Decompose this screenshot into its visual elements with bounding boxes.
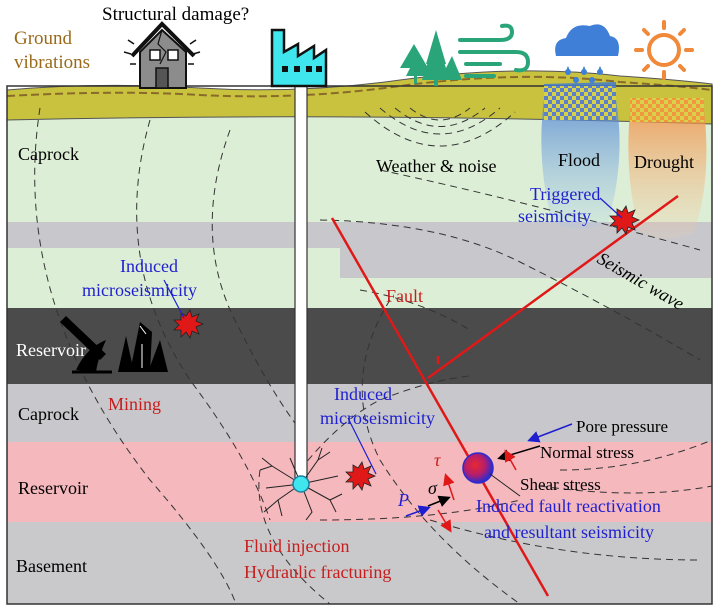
layer-label-caprock-lower: Caprock bbox=[18, 404, 79, 424]
triggered-seismicity-label-2: seismicity bbox=[518, 206, 591, 226]
triggered-seismicity-label-1: Triggered bbox=[530, 184, 600, 204]
factory-icon bbox=[270, 28, 328, 88]
wind-icon bbox=[458, 23, 531, 78]
dashed-contours bbox=[34, 107, 713, 605]
crystal-icon bbox=[118, 322, 168, 372]
flood-label: Flood bbox=[558, 150, 600, 170]
layer-basement bbox=[7, 522, 712, 604]
layer-label-reservoir-lower: Reservoir bbox=[18, 478, 88, 498]
fluid-injection-label: Fluid injection bbox=[244, 536, 350, 556]
induced-microseismicity-lower-1: Induced bbox=[334, 384, 392, 404]
induced-fault-reactivation-label-1: Induced fault reactivation bbox=[476, 496, 661, 516]
layer-label-basement: Basement bbox=[16, 556, 87, 576]
induced-microseismicity-upper-2: microseismicity bbox=[82, 280, 197, 300]
layer-label-caprock-upper: Caprock bbox=[18, 144, 79, 164]
flood-soil-pattern bbox=[544, 86, 616, 120]
layer-shale-step-right bbox=[340, 248, 712, 278]
layers bbox=[6, 70, 713, 605]
ground-vibrations-label-2: vibrations bbox=[14, 52, 90, 73]
structural-damage-label: Structural damage? bbox=[102, 4, 249, 25]
induced-fault-reactivation-label-2: and resultant seismicity bbox=[484, 522, 654, 542]
reactivation-sphere bbox=[462, 452, 494, 484]
induced-microseismicity-lower-2: microseismicity bbox=[320, 408, 435, 428]
fault-stress-element bbox=[163, 197, 623, 533]
weather-noise-label: Weather & noise bbox=[376, 156, 497, 176]
sun-icon bbox=[634, 20, 694, 80]
fault-label: Fault bbox=[386, 286, 423, 306]
injection-well bbox=[259, 77, 343, 521]
layer-reservoir-dark bbox=[7, 308, 712, 384]
fault-system bbox=[330, 194, 679, 597]
shear-stress-label: Shear stress bbox=[520, 475, 601, 494]
pore-pressure-label: Pore pressure bbox=[576, 417, 668, 436]
layer-shale-band-1 bbox=[7, 222, 712, 248]
drought-label: Drought bbox=[634, 152, 694, 172]
rain-cloud-icon bbox=[555, 24, 619, 83]
sigma-symbol: σ bbox=[428, 478, 438, 498]
damaged-house-icon bbox=[123, 21, 201, 89]
layer-caprock-upper bbox=[7, 113, 712, 222]
hydraulic-fracturing-label: Hydraulic fracturing bbox=[244, 562, 391, 582]
mining-icons bbox=[60, 316, 168, 374]
fault-branch bbox=[427, 194, 679, 380]
induced-microseismicity-upper-1: Induced bbox=[120, 256, 178, 276]
drought-plume bbox=[628, 98, 707, 239]
layer-caprock-lower bbox=[7, 384, 712, 442]
ground-vibrations-label-1: Ground bbox=[14, 28, 73, 49]
p-symbol: P bbox=[397, 490, 409, 510]
injection-point bbox=[292, 475, 310, 493]
drought-soil-pattern bbox=[630, 98, 704, 122]
event-injection bbox=[345, 461, 377, 491]
mining-label: Mining bbox=[108, 394, 161, 414]
surface-icons bbox=[123, 20, 694, 89]
trees-icon bbox=[400, 30, 462, 86]
tau-symbol: τ bbox=[434, 450, 441, 470]
fault-line bbox=[330, 217, 550, 597]
pickaxe-icon bbox=[60, 316, 112, 374]
event-mining bbox=[173, 309, 205, 339]
climate-effects bbox=[541, 82, 707, 239]
normal-stress-label: Normal stress bbox=[540, 443, 634, 462]
layer-label-reservoir-upper: Reservoir bbox=[16, 340, 86, 360]
